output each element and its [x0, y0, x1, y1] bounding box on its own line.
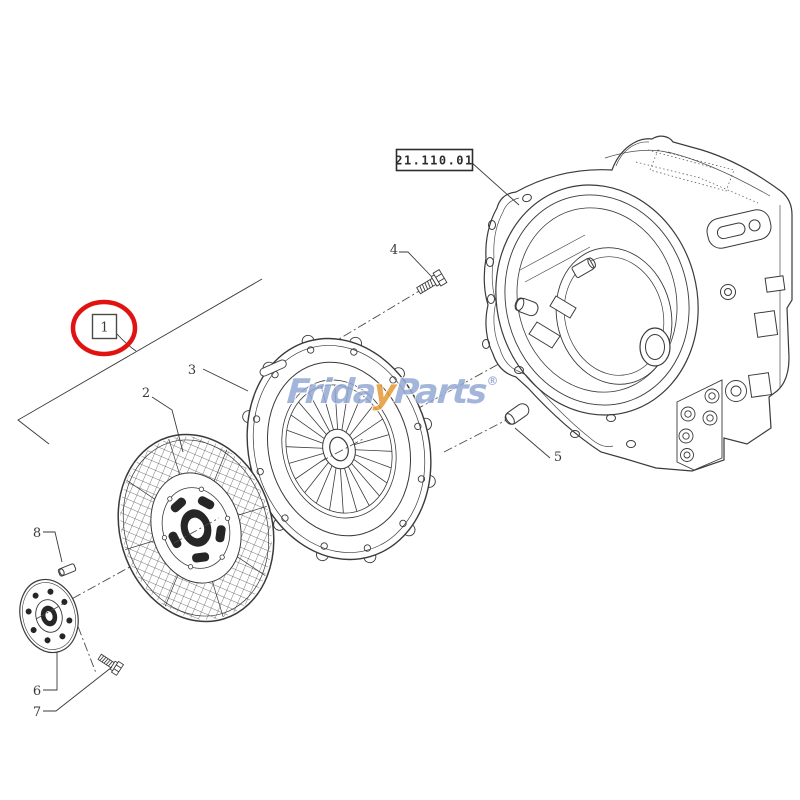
callout-5-label: 5	[554, 450, 562, 465]
callout-2-label: 2	[142, 386, 150, 401]
watermark-suffix: Parts	[392, 372, 488, 412]
highlight-ellipse	[70, 299, 138, 357]
leader-lines	[17, 161, 551, 712]
reference-leader	[470, 161, 520, 206]
key-pin-drawing	[57, 563, 77, 577]
bell-housing-drawing	[482, 135, 793, 472]
reference-label: 21.110.01	[395, 154, 474, 168]
callout-6-label: 6	[33, 684, 41, 699]
callout-labels: 1 2 3 4 5 6 7 8	[33, 243, 562, 720]
hub-plate-drawing	[19, 578, 79, 654]
watermark-logo: FridayParts®	[286, 372, 500, 412]
watermark-prefix: Frida	[285, 372, 376, 412]
registered-mark: ®	[486, 374, 500, 388]
flywheel-bolt-drawing	[97, 653, 125, 676]
reference-box: 21.110.01	[395, 148, 474, 172]
callout-7-label: 7	[33, 705, 41, 720]
callout-1-box	[91, 313, 118, 340]
dowel-pin-drawing	[504, 403, 530, 425]
callout-1-label: 1	[100, 321, 108, 336]
callout-4-label: 4	[390, 243, 398, 258]
mounting-bolt-drawing	[416, 268, 448, 295]
centerline-overlays	[35, 437, 366, 620]
kit-bracket-line	[17, 278, 263, 445]
callout-3-label: 3	[188, 363, 196, 378]
callout-8-label: 8	[33, 526, 41, 541]
